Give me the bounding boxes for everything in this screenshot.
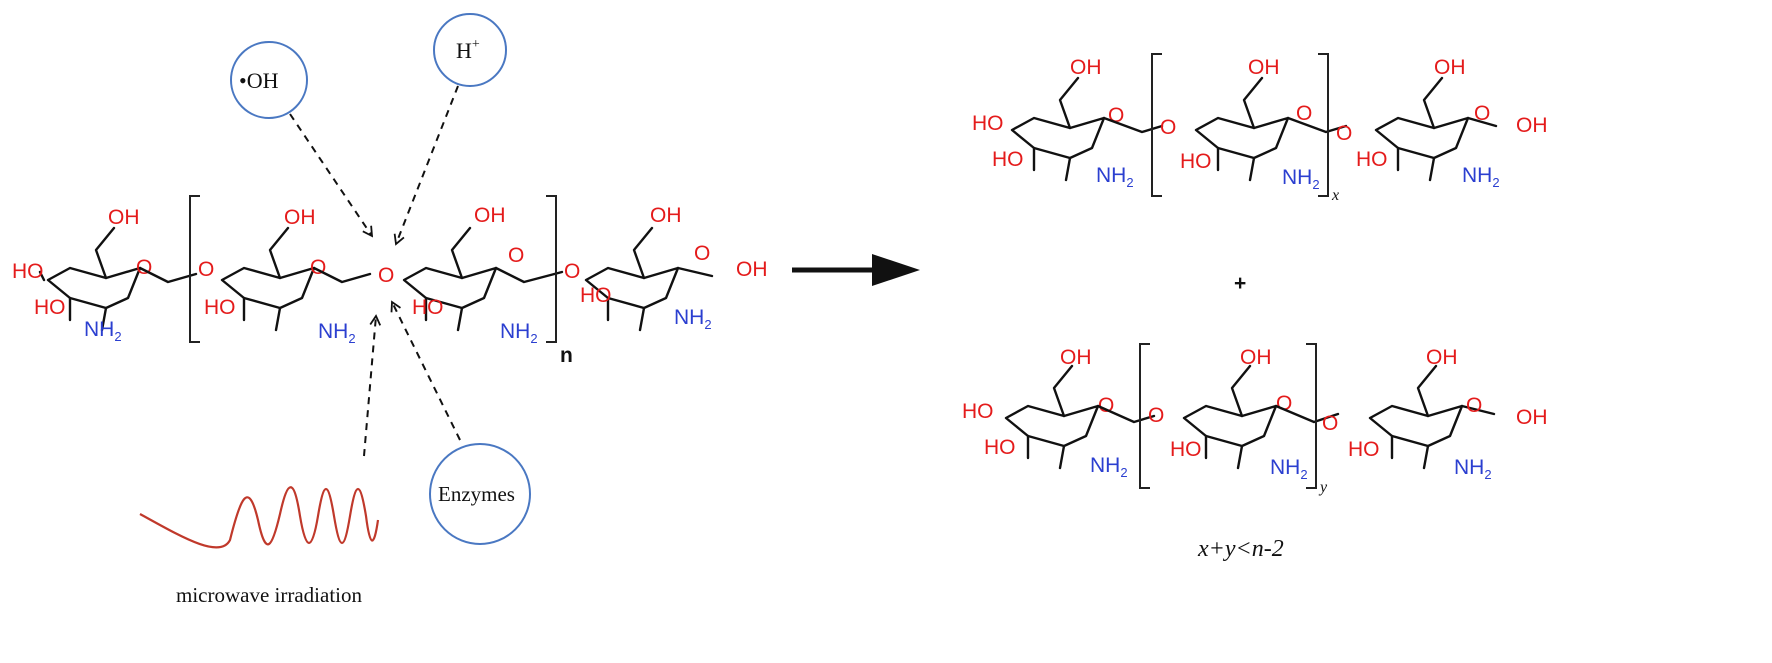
nh2-label: NH2 bbox=[1270, 456, 1308, 482]
glucosamine-unit: OH O HO NH2 bbox=[1170, 346, 1340, 482]
repeat-y: y bbox=[1318, 479, 1328, 496]
condition-label: x+y<n-2 bbox=[1197, 536, 1284, 562]
repeat-bracket-right bbox=[1318, 53, 1329, 197]
ring-o-label: O bbox=[1474, 102, 1490, 125]
ho-label: HO bbox=[1348, 438, 1380, 461]
glucosamine-unit: OH O OH HO NH2 bbox=[1348, 346, 1548, 482]
repeat-x: x bbox=[1331, 187, 1339, 204]
enzymes-node: Enzymes bbox=[429, 443, 531, 545]
ho-label: HO bbox=[1170, 438, 1202, 461]
oh-label: OH bbox=[1516, 406, 1548, 429]
proton-attack-arrow bbox=[393, 85, 459, 246]
oh-label: OH bbox=[1434, 56, 1466, 79]
repeat-n: n bbox=[560, 344, 573, 367]
repeat-bracket-left bbox=[1151, 53, 1162, 197]
ho-label: HO bbox=[412, 296, 444, 319]
glycosidic-o: O bbox=[1322, 412, 1338, 435]
glucosamine-unit: OH O HO HO NH2 bbox=[972, 56, 1164, 190]
ho-label: HO bbox=[34, 296, 66, 319]
cleavage-site-o: O bbox=[378, 264, 394, 287]
ho-label: HO bbox=[204, 296, 236, 319]
ring-o-label: O bbox=[310, 256, 326, 279]
nh2-label: NH2 bbox=[500, 320, 538, 346]
oh-label: OH bbox=[108, 206, 140, 229]
nh2-label: NH2 bbox=[1096, 164, 1134, 190]
glucosamine-unit-3: OH O HO NH2 bbox=[402, 204, 564, 346]
ho-label: HO bbox=[1356, 148, 1388, 171]
ring-o-label: O bbox=[694, 242, 710, 265]
oh-label: OH bbox=[1426, 346, 1458, 369]
glucosamine-unit-1: OH O HO HO NH2 bbox=[12, 206, 198, 344]
microwave-wave-icon: microwave irradiation bbox=[139, 486, 380, 607]
ring-o-label: O bbox=[1466, 394, 1482, 417]
glucosamine-unit: OH O OH HO NH2 bbox=[1356, 56, 1548, 190]
ho-label: HO bbox=[962, 400, 994, 423]
oh-label: OH bbox=[1070, 56, 1102, 79]
oh-label: OH bbox=[1240, 346, 1272, 369]
oh-label: OH bbox=[650, 204, 682, 227]
repeat-bracket-left bbox=[1139, 343, 1150, 489]
chitosan-polymer: OH O HO HO NH2 O OH O HO NH2 O OH O HO N… bbox=[12, 195, 768, 367]
oh-label: OH bbox=[474, 204, 506, 227]
nh2-label: NH2 bbox=[1462, 164, 1500, 190]
glucosamine-unit-4: OH O OH HO NH2 bbox=[580, 204, 768, 332]
glucosamine-unit: OH O HO NH2 bbox=[1180, 56, 1348, 192]
ring-o-label: O bbox=[1276, 392, 1292, 415]
oh-label: OH bbox=[736, 258, 768, 281]
repeat-bracket-right bbox=[546, 195, 557, 343]
nh2-label: NH2 bbox=[84, 318, 122, 344]
plus-sign: + bbox=[1234, 272, 1246, 295]
repeat-bracket-left bbox=[189, 195, 200, 343]
glycosidic-o: O bbox=[1160, 116, 1176, 139]
hydroxyl-radical-node: •OH bbox=[230, 41, 308, 119]
ring-o-label: O bbox=[508, 244, 524, 267]
oh-label: OH bbox=[1060, 346, 1092, 369]
ring-o-label: O bbox=[1098, 394, 1114, 417]
glycosidic-o: O bbox=[198, 258, 214, 281]
reaction-arrow bbox=[792, 254, 920, 286]
oh-label: OH bbox=[284, 206, 316, 229]
enzyme-attack-arrow bbox=[390, 300, 461, 441]
ring-o-label: O bbox=[136, 256, 152, 279]
proton-node: H+ bbox=[433, 13, 507, 87]
ho-label: HO bbox=[580, 284, 612, 307]
enzymes-label: Enzymes bbox=[438, 482, 515, 506]
ring-o-label: O bbox=[1296, 102, 1312, 125]
ho-label: HO bbox=[12, 260, 44, 283]
ho-label: HO bbox=[984, 436, 1016, 459]
hydroxyl-radical-label: •OH bbox=[239, 68, 279, 93]
oh-label: OH bbox=[1248, 56, 1280, 79]
glucosamine-unit: OH O HO HO NH2 bbox=[962, 346, 1156, 480]
oh-label: OH bbox=[1516, 114, 1548, 137]
glycosidic-o: O bbox=[1148, 404, 1164, 427]
ho-label: HO bbox=[992, 148, 1024, 171]
proton-label: H+ bbox=[456, 37, 480, 63]
repeat-bracket-right bbox=[1306, 343, 1317, 489]
product-y: OH O HO HO NH2 O OH O HO NH2 O OH O OH H… bbox=[962, 343, 1548, 496]
glucosamine-unit-2: OH O HO NH2 bbox=[204, 206, 372, 346]
nh2-label: NH2 bbox=[318, 320, 356, 346]
microwave-attack-arrow bbox=[363, 314, 382, 457]
nh2-label: NH2 bbox=[1282, 166, 1320, 192]
nh2-label: NH2 bbox=[1090, 454, 1128, 480]
nh2-label: NH2 bbox=[1454, 456, 1492, 482]
product-x: OH O HO HO NH2 O OH O HO NH2 O OH O OH H… bbox=[972, 53, 1548, 204]
nh2-label: NH2 bbox=[674, 306, 712, 332]
glycosidic-o: O bbox=[1336, 122, 1352, 145]
microwave-label: microwave irradiation bbox=[176, 583, 363, 607]
hydroxyl-attack-arrow bbox=[289, 113, 374, 238]
glycosidic-o: O bbox=[564, 260, 580, 283]
ho-label: HO bbox=[972, 112, 1004, 135]
ho-label: HO bbox=[1180, 150, 1212, 173]
